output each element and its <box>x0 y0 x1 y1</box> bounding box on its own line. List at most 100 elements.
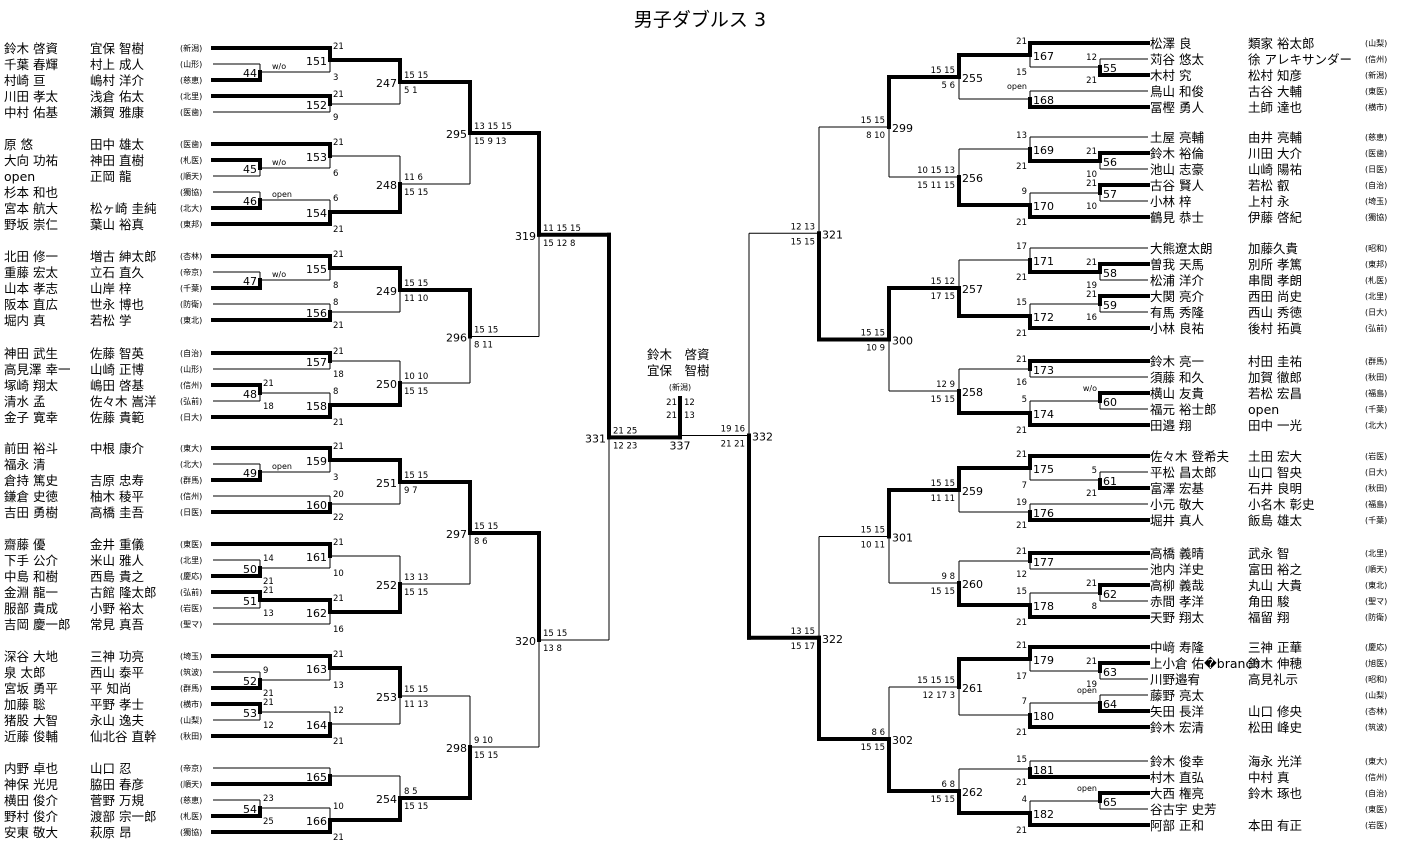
score-top: 19 16 <box>721 425 745 435</box>
player-affiliation: (信州) <box>1365 54 1387 64</box>
player-name-2: 小名木 彰史 <box>1248 497 1315 512</box>
player-name-2: 類家 裕太郎 <box>1248 36 1314 51</box>
player-name-1: 平松 昌太郎 <box>1150 465 1216 480</box>
player-affiliation: (山梨) <box>1365 690 1387 700</box>
player-name-2: 別所 孝篤 <box>1248 257 1302 272</box>
player-name-1: 福元 裕士郎 <box>1150 402 1216 417</box>
player-name-1: 村木 直弘 <box>1150 770 1204 785</box>
player-name-1: 神保 光児 <box>4 777 58 792</box>
match-number: 175 <box>1033 463 1054 476</box>
player-name-2: 浅倉 佑太 <box>90 89 144 104</box>
score-bottom: 9 <box>333 113 338 123</box>
score-top: 13 15 <box>791 627 815 637</box>
match-number: 301 <box>892 532 913 545</box>
player-name-1: 高見澤 幸一 <box>4 362 70 377</box>
match-number: 60 <box>1103 396 1117 409</box>
match-number: 64 <box>1103 698 1117 711</box>
score-top: 21 <box>1086 258 1097 268</box>
score-bottom: 15 15 <box>404 802 428 812</box>
player-affiliation: (東医) <box>1365 86 1387 96</box>
player-name-1: 鈴木 亮一 <box>1150 354 1204 369</box>
player-affiliation: (山梨) <box>1365 38 1387 48</box>
final-score-right-2: 13 <box>684 411 695 421</box>
player-affiliation: (日大) <box>1365 467 1387 477</box>
player-affiliation: (群馬) <box>180 475 202 485</box>
match-number: 181 <box>1033 764 1054 777</box>
score-top: 21 <box>263 379 274 389</box>
score-bottom: 21 <box>1016 273 1027 283</box>
player-affiliation: (札医) <box>180 155 202 165</box>
player-affiliation: (防衛) <box>180 299 202 309</box>
score-bottom: 12 23 <box>613 441 637 451</box>
player-affiliation: (東邦) <box>1365 259 1387 269</box>
player-name-2: 小野 裕太 <box>90 601 144 616</box>
player-affiliation: (慈恵) <box>1365 132 1387 142</box>
player-name-1: 金淵 龍一 <box>4 585 58 600</box>
player-name-1: 近藤 俊輔 <box>4 729 58 744</box>
score-bottom: 21 <box>263 577 274 587</box>
player-name-1: 村崎 亘 <box>4 73 45 88</box>
score-bottom: 15 <box>1016 68 1027 78</box>
player-affiliation: (北里) <box>180 92 202 101</box>
player-name-1: 野村 俊介 <box>4 809 58 824</box>
score-bottom: 21 <box>333 833 344 843</box>
match-number: 322 <box>822 633 843 646</box>
player-name-2: 加藤久貴 <box>1248 241 1298 256</box>
player-name-2: 武永 智 <box>1248 546 1289 561</box>
match-number: 176 <box>1033 507 1054 520</box>
player-name-1: 土屋 亮輔 <box>1150 130 1204 145</box>
score-bottom: 15 9 13 <box>474 137 506 147</box>
player-name-2: 瀬賀 雅康 <box>90 105 144 120</box>
player-affiliation: (横市) <box>180 699 202 709</box>
player-affiliation: (信州) <box>1365 772 1387 782</box>
match-number: 151 <box>306 55 327 68</box>
score-bottom: 6 <box>333 169 338 179</box>
player-name-2: 柚木 稜平 <box>90 489 144 504</box>
match-number: 158 <box>306 400 327 413</box>
player-name-1: 泉 太郎 <box>4 665 45 680</box>
score-top: 15 15 <box>404 71 428 81</box>
player-name-1: 中島 和樹 <box>4 569 58 584</box>
match-number: 162 <box>306 607 327 620</box>
player-name-2: 増古 紳太郎 <box>90 249 156 264</box>
score-bottom: 25 <box>263 817 274 827</box>
score-bottom: 21 <box>1016 218 1027 228</box>
player-name-2: 菅野 万規 <box>90 793 144 808</box>
match-number: 320 <box>515 635 536 648</box>
match-number: 257 <box>962 283 983 296</box>
player-name-1: 千葉 春輝 <box>4 57 58 72</box>
player-name-2: 徐 アレキサンダー <box>1248 52 1352 67</box>
player-affiliation: (岩医) <box>1365 820 1387 830</box>
player-affiliation: (東医) <box>180 539 202 549</box>
score-bottom: 21 <box>1016 162 1027 172</box>
player-affiliation: (福島) <box>1365 499 1387 509</box>
player-affiliation: (順天) <box>180 780 202 789</box>
player-affiliation: (旭医) <box>1365 658 1387 668</box>
player-affiliation: (横市) <box>1365 102 1387 112</box>
player-name-2: 三神 正華 <box>1248 640 1302 655</box>
player-name-2: 山口 智央 <box>1248 465 1302 480</box>
match-number: 255 <box>962 72 983 85</box>
player-name-2: 山崎 正博 <box>90 362 144 377</box>
score-bottom: 19 <box>1086 281 1097 291</box>
player-name-1: 鎌倉 史徳 <box>4 489 58 504</box>
score-bottom: 21 21 <box>721 440 745 450</box>
score-top: 15 15 <box>474 326 498 336</box>
score-bottom: 21 <box>1016 826 1027 836</box>
score-top: 10 15 13 <box>917 166 955 176</box>
match-number: 299 <box>892 122 913 135</box>
score-bottom: 13 <box>333 681 344 691</box>
match-note: open <box>1077 686 1097 695</box>
score-bottom: 15 15 <box>404 188 428 198</box>
player-name-1: 松浦 洋介 <box>1150 273 1204 288</box>
score-bottom: 21 <box>1016 329 1027 339</box>
player-name-2: 葉山 裕真 <box>90 217 144 232</box>
score-top: 21 <box>333 538 344 548</box>
match-number: 51 <box>243 595 257 608</box>
player-name-2: 西山 泰平 <box>90 665 144 680</box>
match-number: 247 <box>376 77 397 90</box>
match-number: 253 <box>376 691 397 704</box>
score-top: 6 8 <box>941 780 955 790</box>
match-note: open <box>272 190 292 199</box>
match-number: 167 <box>1033 50 1054 63</box>
